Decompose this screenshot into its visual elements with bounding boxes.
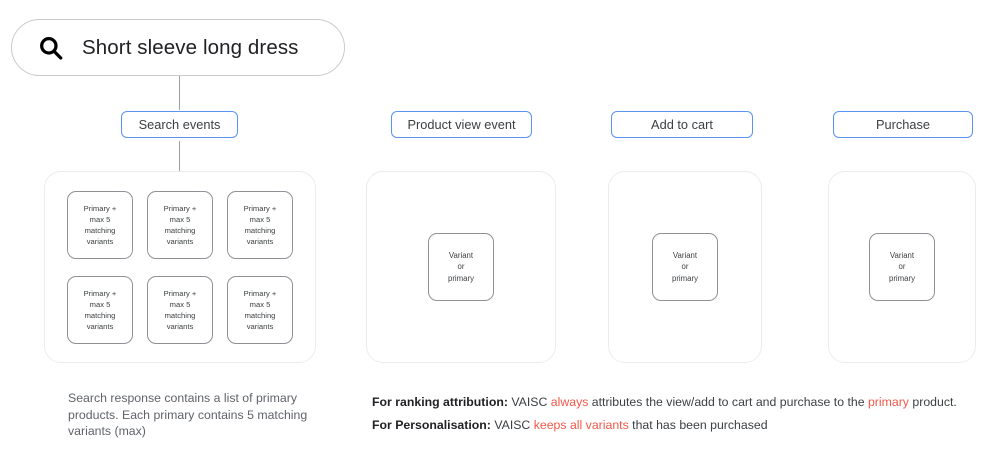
annotation-line: For ranking attribution: VAISC always at…	[372, 395, 957, 409]
search-icon	[40, 36, 63, 60]
event-label-search-events[interactable]: Search events	[121, 111, 238, 138]
search-query-text: Short sleeve long dress	[82, 35, 299, 59]
event-label-add-to-cart[interactable]: Add to cart	[611, 111, 753, 138]
search-box[interactable]: Short sleeve long dress	[11, 19, 345, 76]
caption-search-response: Search response contains a list of prima…	[68, 391, 308, 438]
connector-line-label-to-panel	[179, 141, 180, 172]
event-label-purchase[interactable]: Purchase	[833, 111, 973, 138]
annotation-block: For ranking attribution: VAISC always at…	[372, 391, 987, 437]
event-label-product-view-event[interactable]: Product view event	[391, 111, 532, 138]
connector-line-search-to-label	[179, 76, 180, 110]
annotation-line: For Personalisation: VAISC keeps all var…	[372, 418, 768, 432]
